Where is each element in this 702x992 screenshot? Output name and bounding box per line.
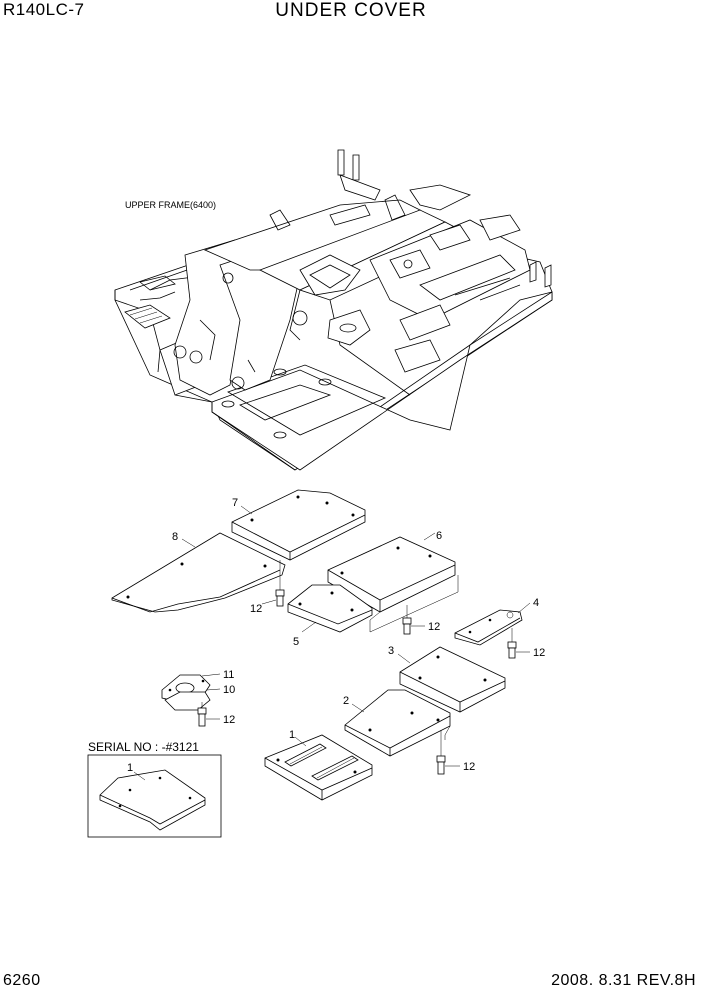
callout-5: 5	[293, 636, 299, 648]
callout-12-e: 12	[463, 761, 475, 773]
part-3-cover	[399, 646, 506, 713]
bolt-12-b	[402, 605, 425, 635]
part-4-cover	[454, 609, 523, 646]
serial-no-label: SERIAL NO : -#3121	[88, 740, 199, 754]
part-8-cover	[111, 532, 286, 613]
callout-12-b: 12	[428, 621, 440, 633]
part-6-cover	[327, 536, 459, 633]
bolt-12-a	[261, 560, 285, 607]
model-label: R140LC-7	[3, 0, 85, 19]
callout-1: 1	[289, 729, 295, 741]
callout-1-serial: 1	[127, 762, 133, 774]
bolt-12-e	[436, 730, 460, 775]
callout-12-d: 12	[223, 714, 235, 726]
revision-date: 2008. 8.31 REV.8H	[551, 972, 696, 989]
callout-12-c: 12	[533, 647, 545, 659]
page-number: 6260	[3, 972, 41, 989]
callout-3: 3	[388, 645, 394, 657]
callout-6: 6	[436, 530, 442, 542]
callout-12-a: 12	[250, 603, 262, 615]
part-1-cover	[264, 734, 373, 801]
part-10-plate	[164, 691, 211, 711]
serial-no-box	[87, 754, 222, 838]
callout-4: 4	[533, 597, 539, 609]
callout-7: 7	[232, 497, 238, 509]
upper-frame-drawing	[114, 149, 553, 471]
bolt-12-c	[507, 628, 530, 659]
upper-frame-label: UPPER FRAME(6400)	[125, 200, 216, 210]
part-7-cover	[231, 489, 366, 561]
callout-2: 2	[343, 695, 349, 707]
callout-11: 11	[223, 669, 234, 681]
part-1-cover-early	[99, 769, 206, 831]
bolt-12-d	[197, 702, 220, 727]
callout-10: 10	[223, 684, 235, 696]
part-5-cover	[287, 584, 373, 633]
page-title: UNDER COVER	[275, 0, 427, 21]
part-2-cover	[344, 689, 451, 757]
callout-8: 8	[172, 531, 178, 543]
